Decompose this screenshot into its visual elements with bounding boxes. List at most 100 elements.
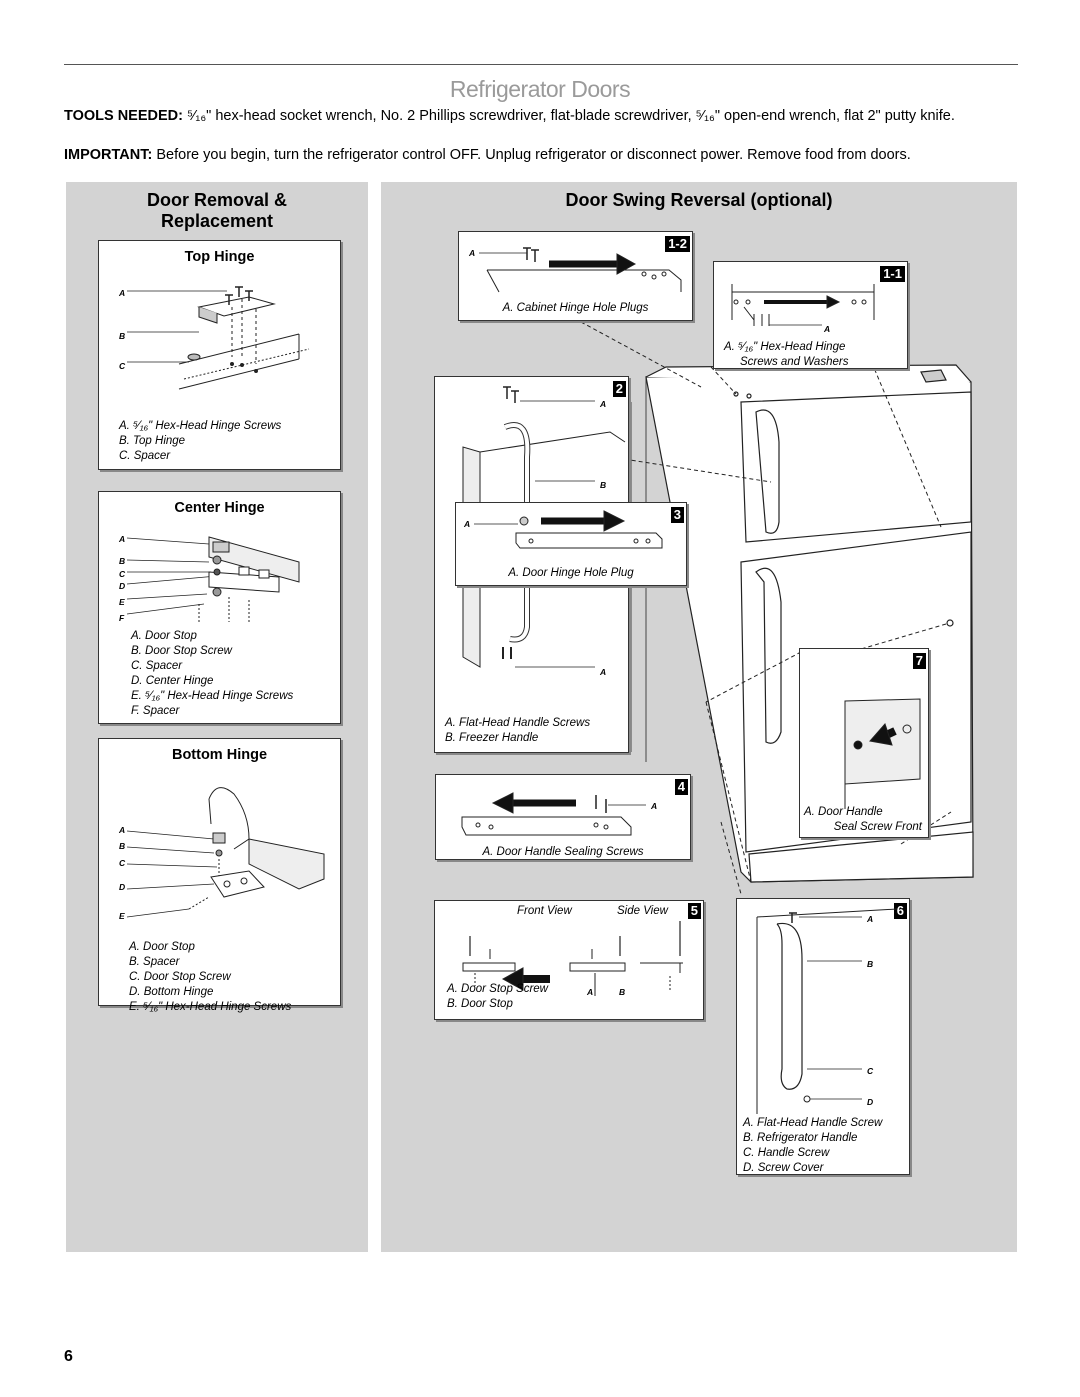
center-hinge-legend-c: C. Spacer bbox=[131, 660, 183, 672]
door-removal-title-line1: Door Removal & bbox=[146, 190, 288, 210]
center-hinge-legend-f: F. Spacer bbox=[131, 705, 180, 717]
step-6-illustration bbox=[756, 908, 898, 1114]
step-2-letter-a-bottom: A bbox=[600, 667, 607, 677]
step-1-2-illustration bbox=[479, 247, 682, 293]
step-6-legend: A. Flat-Head Handle Screw B. Refrigerato… bbox=[743, 1116, 882, 1176]
step-5-legend: A. Door Stop Screw B. Door Stop bbox=[447, 982, 548, 1012]
step-5-side-view-label: Side View bbox=[617, 905, 668, 917]
center-hinge-letter-a: A bbox=[119, 534, 126, 544]
top-hinge-letter-b: B bbox=[119, 331, 126, 341]
center-hinge-legend-e: E. ⁵⁄₁₆" Hex-Head Hinge Screws bbox=[131, 690, 294, 702]
door-removal-title: Door Removal & Replacement bbox=[66, 190, 368, 232]
center-hinge-legend-b: B. Door Stop Screw bbox=[131, 645, 232, 657]
tools-needed-text: ⁵⁄₁₆" hex-head socket wrench, No. 2 Phil… bbox=[187, 108, 955, 124]
bottom-hinge-box: Bottom Hinge A B C D E bbox=[98, 738, 341, 1013]
bottom-hinge-title: Bottom Hinge bbox=[171, 747, 268, 763]
bottom-hinge-legend: A. Door Stop B. Spacer C. Door Stop Scre… bbox=[129, 940, 291, 1015]
step-2-legend-b: B. Freezer Handle bbox=[445, 732, 539, 744]
center-hinge-letter-c: C bbox=[119, 569, 126, 579]
important-paragraph: IMPORTANT: Before you begin, turn the re… bbox=[64, 147, 1018, 164]
bottom-hinge-legend-b: B. Spacer bbox=[129, 956, 180, 968]
step-6-legend-c: C. Handle Screw bbox=[743, 1147, 830, 1159]
center-hinge-letter-e: E bbox=[119, 597, 125, 607]
step-6-legend-b: B. Refrigerator Handle bbox=[743, 1132, 858, 1144]
top-rule bbox=[64, 64, 1018, 65]
center-hinge-letter-f: F bbox=[119, 613, 125, 623]
top-hinge-legend: A. ⁵⁄₁₆" Hex-Head Hinge Screws B. Top Hi… bbox=[119, 419, 281, 464]
bottom-hinge-letter-e: E bbox=[119, 911, 125, 921]
step-7-caption: A. Door Handle Seal Screw Front bbox=[802, 805, 922, 835]
step-3-badge: 3 bbox=[670, 507, 684, 523]
important-text: Before you begin, turn the refrigerator … bbox=[156, 147, 911, 163]
door-swing-reversal-title: Door Swing Reversal (optional) bbox=[565, 190, 833, 210]
step-7-illustration bbox=[844, 698, 921, 809]
step-5-letter-b: B bbox=[619, 987, 626, 997]
tools-needed-label: TOOLS NEEDED: bbox=[64, 108, 183, 124]
important-label: IMPORTANT: bbox=[64, 147, 153, 163]
step-2-legend: A. Flat-Head Handle Screws B. Freezer Ha… bbox=[445, 716, 590, 746]
step-1-1-caption: A. ⁵⁄₁₆" Hex-Head Hinge Screws and Washe… bbox=[724, 340, 848, 370]
step-4-letter-a: A bbox=[651, 801, 658, 811]
top-hinge-letter-c: C bbox=[119, 361, 126, 371]
center-hinge-letter-d: D bbox=[119, 581, 126, 591]
top-hinge-legend-a: A. ⁵⁄₁₆" Hex-Head Hinge Screws bbox=[119, 420, 282, 432]
step-1-2-box: 1-2 A A. Cabinet Hinge Hole Plugs bbox=[458, 231, 693, 321]
bottom-hinge-legend-a: A. Door Stop bbox=[129, 941, 195, 953]
step-5-badge: 5 bbox=[687, 903, 701, 919]
bottom-hinge-letter-b: B bbox=[119, 841, 126, 851]
step-4-box: 4 A A. Door Handle Sealing Screws bbox=[435, 774, 691, 860]
step-4-illustration bbox=[461, 792, 646, 836]
step-5-front-view-label: Front View bbox=[517, 905, 572, 917]
top-hinge-illustration bbox=[127, 286, 310, 390]
step-2-letter-a-top: A bbox=[600, 399, 607, 409]
step-4-badge: 4 bbox=[674, 779, 688, 795]
step-6-letter-c: C bbox=[867, 1066, 874, 1076]
step-1-1-illustration bbox=[731, 284, 875, 326]
center-hinge-legend-a: A. Door Stop bbox=[131, 630, 197, 642]
tools-needed-paragraph: TOOLS NEEDED: ⁵⁄₁₆" hex-head socket wren… bbox=[64, 108, 1018, 125]
center-hinge-illustration bbox=[126, 536, 300, 622]
center-hinge-letter-b: B bbox=[119, 556, 126, 566]
step-6-legend-a: A. Flat-Head Handle Screw bbox=[743, 1117, 883, 1129]
step-6-letter-d: D bbox=[867, 1097, 874, 1107]
step-7-badge: 7 bbox=[912, 653, 926, 669]
step-3-letter-a: A bbox=[464, 519, 471, 529]
step-7-caption-line1: A. Door Handle bbox=[804, 806, 883, 818]
step-1-2-badge: 1-2 bbox=[665, 236, 690, 252]
door-removal-title-line2: Replacement bbox=[160, 211, 274, 231]
step-1-1-caption-line2: Screws and Washers bbox=[740, 356, 849, 368]
step-1-1-badge: 1-1 bbox=[880, 266, 905, 282]
step-3-caption: A. Door Hinge Hole Plug bbox=[508, 567, 634, 579]
step-7-caption-line2: Seal Screw Front bbox=[833, 821, 922, 833]
center-hinge-box: Center Hinge A B C D E F bbox=[98, 491, 341, 724]
step-5-box: 5 Front View Side View A B A. Door Stop … bbox=[434, 900, 704, 1020]
bottom-hinge-legend-e: E. ⁵⁄₁₆" Hex-Head Hinge Screws bbox=[129, 1001, 292, 1013]
step-6-badge: 6 bbox=[893, 903, 907, 919]
step-1-1-box: 1-1 A A. ⁵⁄₁₆" Hex-Head Hinge Screws and… bbox=[713, 261, 908, 369]
page-number: 6 bbox=[64, 1348, 73, 1365]
step-5-letter-a: A bbox=[587, 987, 594, 997]
step-2-letter-b: B bbox=[600, 480, 607, 490]
top-hinge-title: Top Hinge bbox=[184, 249, 255, 265]
bottom-hinge-legend-d: D. Bottom Hinge bbox=[129, 986, 214, 998]
step-5-legend-b: B. Door Stop bbox=[447, 998, 513, 1010]
step-6-legend-d: D. Screw Cover bbox=[743, 1162, 824, 1174]
step-6-letter-a: A bbox=[867, 914, 874, 924]
door-removal-panel: Door Removal & Replacement Top Hinge A B… bbox=[66, 182, 368, 1252]
center-hinge-legend-d: D. Center Hinge bbox=[131, 675, 214, 687]
bottom-hinge-letter-a: A bbox=[119, 825, 126, 835]
step-4-caption: A. Door Handle Sealing Screws bbox=[482, 846, 644, 858]
top-hinge-legend-b: B. Top Hinge bbox=[119, 435, 186, 447]
step-2-legend-a: A. Flat-Head Handle Screws bbox=[445, 717, 591, 729]
step-3-box: 3 A A. Door Hinge Hole Plug bbox=[455, 502, 687, 586]
page-title: Refrigerator Doors bbox=[449, 76, 631, 102]
top-hinge-letter-a: A bbox=[119, 288, 126, 298]
bottom-hinge-illustration bbox=[126, 787, 325, 918]
step-1-2-caption: A. Cabinet Hinge Hole Plugs bbox=[502, 302, 649, 314]
door-swing-reversal-panel: Door Swing Reversal (optional) bbox=[381, 182, 1017, 1252]
bottom-hinge-letter-d: D bbox=[119, 882, 126, 892]
step-5-illustration bbox=[462, 921, 683, 996]
top-hinge-box: Top Hinge A B C A. ⁵⁄₁₆" He bbox=[98, 240, 341, 470]
step-7-box: 7 A. Door Handle Seal Screw Front bbox=[799, 648, 929, 838]
center-hinge-title: Center Hinge bbox=[174, 500, 265, 516]
